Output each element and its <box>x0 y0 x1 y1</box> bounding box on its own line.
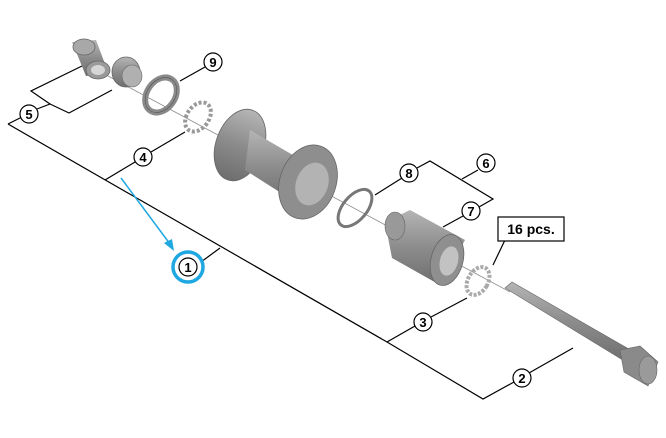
callout-2-label: 2 <box>518 371 525 386</box>
callout-7[interactable]: 7 <box>461 201 481 221</box>
part-cone <box>111 56 143 88</box>
callout-8-label: 8 <box>405 166 412 181</box>
part-hub-axle <box>504 281 659 387</box>
callout-7-label: 7 <box>467 204 474 219</box>
part-hub-body <box>213 108 338 220</box>
callout-1[interactable]: 1 <box>171 250 205 284</box>
callout-3[interactable]: 3 <box>413 312 433 332</box>
callout-1-label: 1 <box>184 260 191 275</box>
callout-9-label: 9 <box>209 55 216 70</box>
part-steel-balls <box>464 265 492 297</box>
callout-6[interactable]: 6 <box>476 153 496 173</box>
leader-lines <box>7 65 574 400</box>
callout-5-label: 5 <box>25 107 32 122</box>
callout-2[interactable]: 2 <box>512 368 532 388</box>
part-bearing-retainer <box>183 100 213 134</box>
callout-4[interactable]: 4 <box>133 147 153 167</box>
part-dust-cap <box>72 38 111 80</box>
callout-3-label: 3 <box>419 315 426 330</box>
highlight-arrow <box>120 177 174 251</box>
part-seal-ring <box>142 74 180 116</box>
callout-5[interactable]: 5 <box>19 104 39 124</box>
callout-4-label: 4 <box>139 150 147 165</box>
quantity-note-label: 16 pcs. <box>507 221 554 237</box>
callout-8[interactable]: 8 <box>399 163 419 183</box>
quantity-note: 16 pcs. <box>497 216 565 242</box>
part-freehub-body <box>384 210 465 286</box>
part-o-ring <box>336 187 374 229</box>
callout-9[interactable]: 9 <box>203 52 223 72</box>
callout-6-label: 6 <box>482 156 489 171</box>
